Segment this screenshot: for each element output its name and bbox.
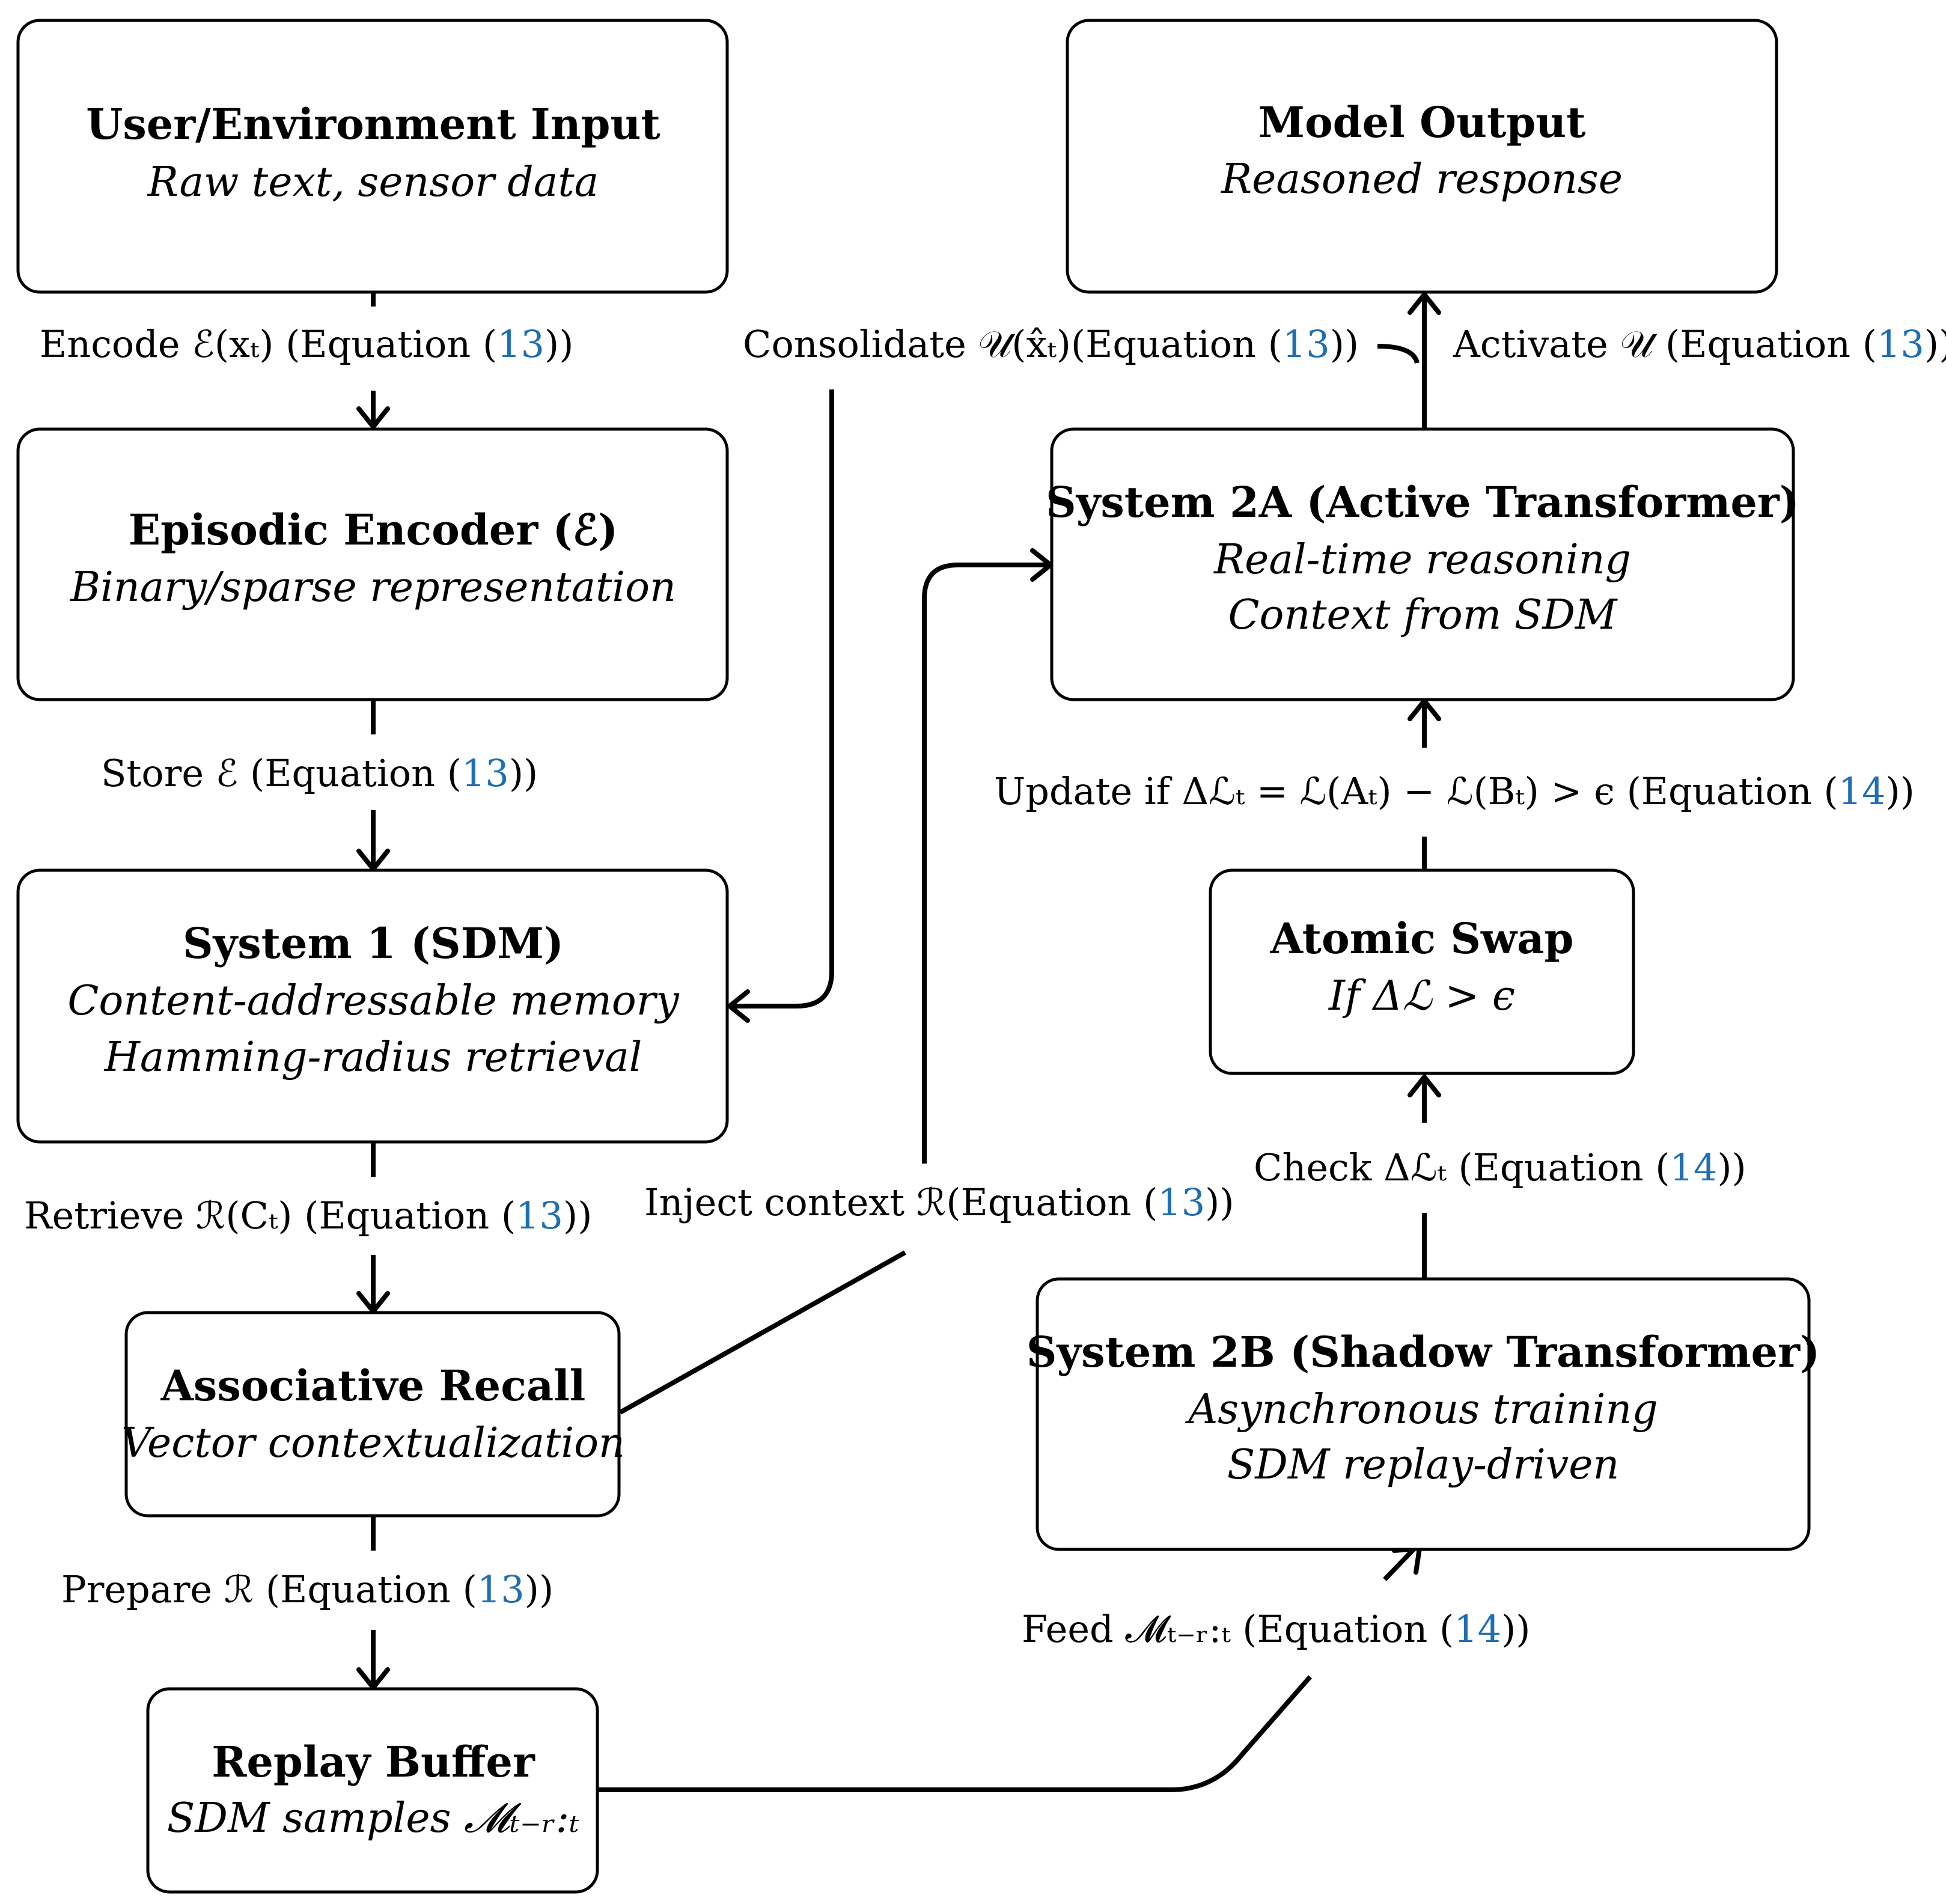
equation-ref: 14 xyxy=(1838,769,1886,813)
edge-check xyxy=(1408,1075,1441,1278)
edge-activate xyxy=(1377,292,1441,429)
node-title: System 2B (Shadow Transformer) xyxy=(1026,1327,1820,1377)
equation-ref: 13 xyxy=(497,322,544,366)
equation-ref: 13 xyxy=(477,1567,525,1611)
edge-encode xyxy=(356,292,390,429)
node-line: SDM samples 𝓜ₜ₋ᵣ:ₜ xyxy=(167,1795,580,1842)
edge-label-activate: Activate 𝒰 (Equation (13)) xyxy=(1453,322,1946,366)
edge-label-retrieve: Retrieve ℛ(Cₜ) (Equation (13)) xyxy=(24,1194,592,1237)
edge-feed xyxy=(599,1546,1422,1792)
equation-ref: 13 xyxy=(462,751,509,795)
node-line: Hamming-radius retrieval xyxy=(103,1034,642,1081)
node-shadow: System 2B (Shadow Transformer) Asynchron… xyxy=(1026,1277,1820,1551)
node-active: System 2A (Active Transformer) Real-time… xyxy=(1046,427,1799,701)
node-output: Model Output Reasoned response xyxy=(1066,19,1778,294)
node-title: Replay Buffer xyxy=(212,1737,535,1787)
edge-label-store: Store ℰ (Equation (13)) xyxy=(101,751,538,795)
node-title: Episodic Encoder (ℰ) xyxy=(129,505,618,555)
edge-label-feed: Feed 𝓜ₜ₋ᵣ:ₜ (Equation (14)) xyxy=(1022,1607,1531,1651)
node-line: Real-time reasoning xyxy=(1213,536,1631,584)
edge-consolidate xyxy=(727,389,834,1023)
node-title: System 1 (SDM) xyxy=(183,918,564,968)
node-title: Model Output xyxy=(1258,97,1586,147)
node-input: User/Environment Input Raw text, sensor … xyxy=(16,19,729,294)
edge-label-prepare: Prepare ℛ (Equation (13)) xyxy=(61,1567,554,1611)
node-title: Atomic Swap xyxy=(1270,914,1574,963)
node-line: Raw text, sensor data xyxy=(147,159,599,206)
node-title: User/Environment Input xyxy=(86,99,660,149)
edge-label-update: Update if Δℒₜ = ℒ(Aₜ) − ℒ(Bₜ) > ϵ (Equat… xyxy=(994,769,1915,813)
node-line: Context from SDM xyxy=(1228,591,1618,639)
node-line: Reasoned response xyxy=(1220,156,1623,203)
edge-label-encode: Encode ℰ(xₜ) (Equation (13)) xyxy=(40,322,573,366)
edge-label-inject: Inject context ℛ(Equation (13)) xyxy=(644,1180,1234,1224)
node-title: Associative Recall xyxy=(160,1361,586,1411)
equation-ref: 13 xyxy=(1877,322,1924,366)
node-line: Vector contextualization xyxy=(121,1420,625,1467)
equation-ref: 14 xyxy=(1454,1607,1501,1651)
node-line: If Δℒ > ϵ xyxy=(1328,972,1515,1020)
node-encoder: Episodic Encoder (ℰ) Binary/sparse repre… xyxy=(16,427,729,701)
node-line: Content-addressable memory xyxy=(67,977,680,1025)
node-sdm: System 1 (SDM) Content-addressable memor… xyxy=(16,868,729,1144)
node-line: Binary/sparse representation xyxy=(69,564,676,611)
node-recall: Associative Recall Vector contextualizat… xyxy=(121,1311,625,1518)
equation-ref: 13 xyxy=(1158,1180,1205,1224)
node-line: SDM replay-driven xyxy=(1227,1441,1620,1489)
edge-label-consolidate: Consolidate 𝒰(x̂ₜ)(Equation (13)) xyxy=(743,322,1359,366)
equation-ref: 14 xyxy=(1670,1146,1717,1189)
node-replay: Replay Buffer SDM samples 𝓜ₜ₋ᵣ:ₜ xyxy=(146,1687,599,1894)
edge-label-check: Check Δℒₜ (Equation (14)) xyxy=(1254,1146,1746,1189)
node-swap: Atomic Swap If Δℒ > ϵ xyxy=(1209,868,1635,1075)
equation-ref: 13 xyxy=(516,1194,563,1237)
equation-ref: 13 xyxy=(1283,322,1330,366)
node-line: Asynchronous training xyxy=(1185,1386,1658,1433)
node-title: System 2A (Active Transformer) xyxy=(1046,477,1799,527)
